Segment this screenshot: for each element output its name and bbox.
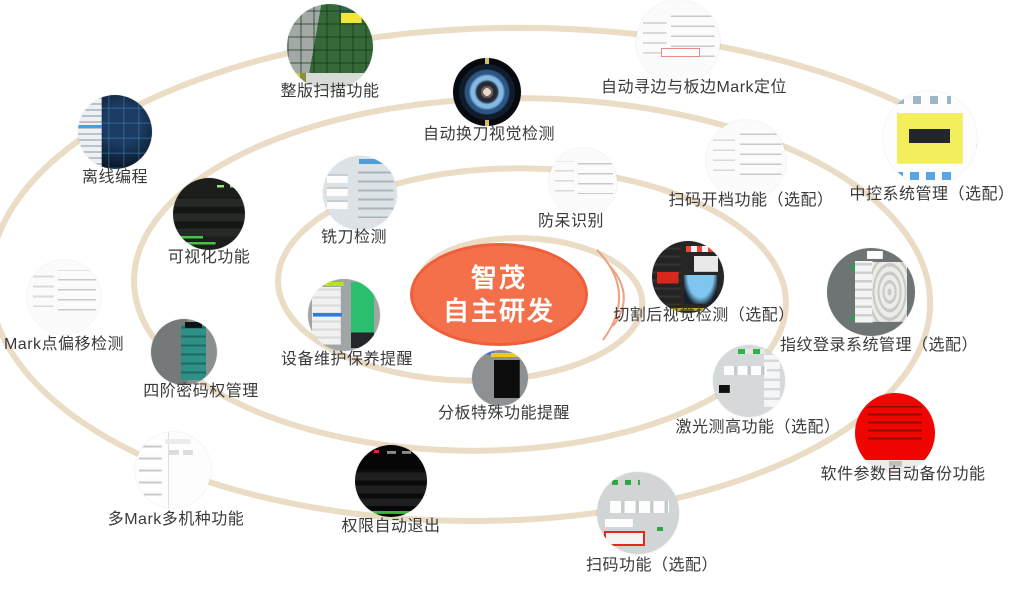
center-title-line2: 自主研发: [442, 295, 555, 326]
auto-tool-change-vision-thumbnail: [453, 58, 521, 126]
full-board-scan-label: 整版扫描功能: [280, 83, 380, 100]
mill-cutter-detect-thumbnail: [323, 156, 397, 230]
scan-function-thumbnail: [597, 472, 679, 554]
central-control-thumbnail: [883, 91, 977, 185]
password-levels-label: 四阶密码权管理: [143, 383, 259, 400]
visualization-label: 可视化功能: [167, 249, 251, 266]
scan-function-label: 扫码功能（选配）: [585, 557, 719, 574]
laser-height-label: 激光测高功能（选配）: [675, 419, 841, 436]
inner-orange-arc: [609, 265, 625, 327]
auto-tool-change-vision-label: 自动换刀视觉检测: [422, 126, 556, 143]
scan-open-file-thumbnail: [706, 120, 786, 200]
offline-programming-thumbnail: [78, 95, 152, 169]
mark-offset-label: Mark点偏移检测: [3, 336, 125, 353]
fingerprint-login-thumbnail: [827, 248, 915, 336]
fool-proof-label: 防呆识别: [537, 213, 605, 230]
post-cut-vision-label: 切割后视觉检测（选配）: [613, 307, 795, 324]
multi-mark-label: 多Mark多机种功能: [107, 511, 245, 528]
password-levels-thumbnail: [151, 319, 217, 385]
auto-edge-mark-thumbnail: [636, 0, 720, 84]
auto-edge-mark-label: 自动寻边与板边Mark定位: [600, 79, 788, 96]
center-ellipse: 智茂 自主研发: [410, 243, 588, 346]
depanel-special-thumbnail: [472, 350, 528, 406]
full-board-scan-thumbnail: [287, 4, 373, 90]
scan-open-file-label: 扫码开档功能（选配）: [668, 192, 834, 209]
central-control-label: 中控系统管理（选配）: [849, 186, 1015, 203]
spiral-path: [0, 24, 977, 525]
post-cut-vision-thumbnail: [652, 241, 724, 313]
multi-mark-thumbnail: [135, 432, 211, 508]
param-backup-thumbnail: [855, 393, 935, 473]
fingerprint-login-label: 指纹登录系统管理（选配）: [779, 337, 979, 354]
laser-height-thumbnail: [713, 345, 785, 417]
inner-orange-arc: [596, 249, 621, 341]
offline-programming-label: 离线编程: [81, 169, 149, 186]
fool-proof-thumbnail: [549, 148, 617, 216]
mark-offset-thumbnail: [27, 260, 101, 334]
mill-cutter-detect-label: 铣刀检测: [320, 229, 388, 246]
auto-logout-thumbnail: [355, 445, 427, 517]
depanel-special-label: 分板特殊功能提醒: [437, 405, 571, 422]
param-backup-label: 软件参数自动备份功能: [820, 466, 986, 483]
visualization-thumbnail: [173, 178, 245, 250]
maintenance-reminder-thumbnail: [308, 279, 380, 351]
center-title-line1: 智茂: [470, 263, 527, 293]
maintenance-reminder-label: 设备维护保养提醒: [280, 351, 414, 368]
auto-logout-label: 权限自动退出: [341, 518, 441, 535]
